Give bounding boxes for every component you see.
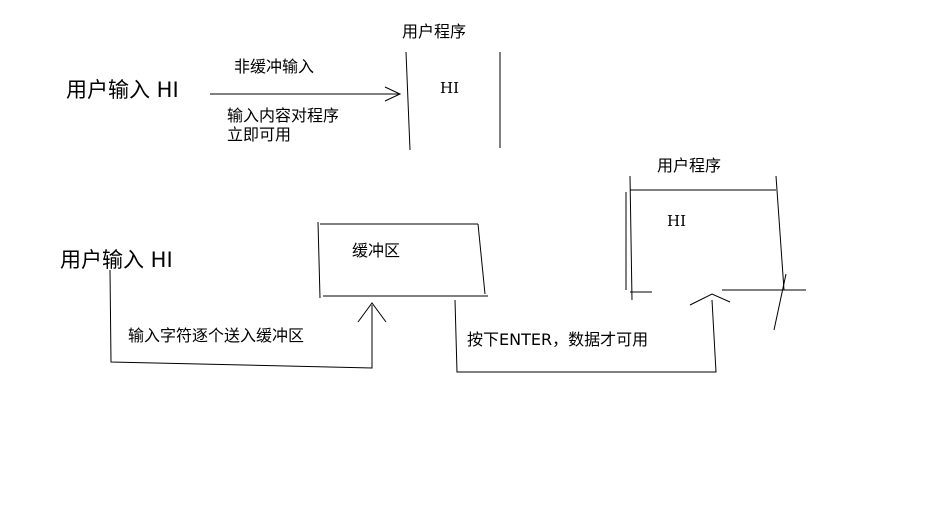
enter-label: 按下ENTER，数据才可用 — [467, 330, 649, 349]
top-program-content: HI — [440, 79, 460, 97]
top-user-input-label: 用户输入 HI — [66, 78, 179, 102]
bottom-program-left-edge — [629, 175, 633, 301]
buffer-left-edge — [317, 221, 321, 299]
feed-arrowhead — [357, 302, 387, 323]
immediate-note-line2: 立即可用 — [227, 125, 292, 144]
bottom-program-content: HI — [667, 212, 687, 230]
unbuffered-label: 非缓冲输入 — [234, 57, 315, 76]
top-program-title: 用户程序 — [402, 22, 467, 41]
bottom-program-title: 用户程序 — [657, 156, 722, 175]
feed-path — [109, 269, 373, 369]
immediate-note-line1: 输入内容对程序 — [227, 106, 340, 125]
bottom-program-right-slash — [773, 273, 787, 331]
unbuffered-arrowhead — [384, 86, 402, 102]
enter-arrowhead — [689, 293, 731, 306]
enter-path — [454, 299, 717, 373]
top-program-left-edge — [405, 51, 411, 151]
feed-label: 输入字符逐个送入缓冲区 — [128, 326, 305, 345]
buffer-right-edge — [477, 223, 486, 295]
buffer-label: 缓冲区 — [352, 241, 401, 260]
bottom-user-input-label: 用户输入 HI — [60, 248, 173, 272]
bottom-program-right-edge — [775, 175, 785, 291]
